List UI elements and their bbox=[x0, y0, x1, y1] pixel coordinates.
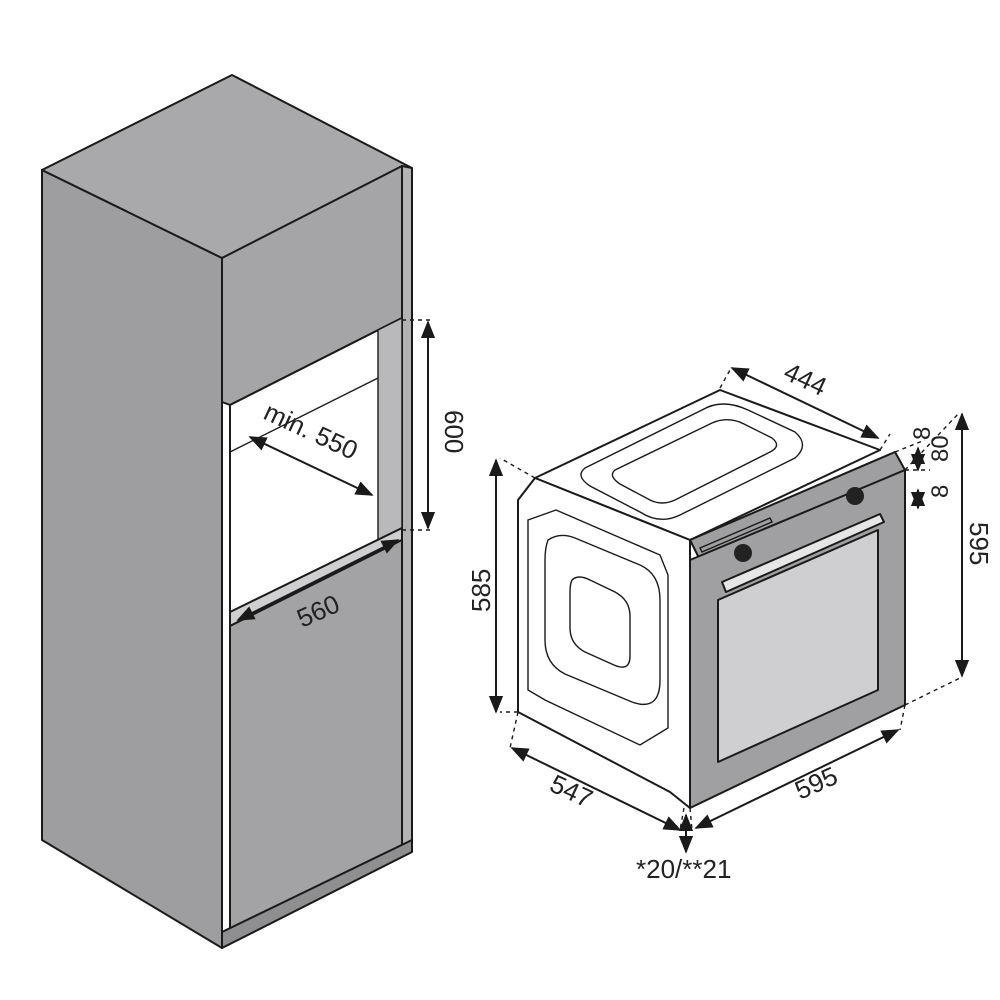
oven-knob-left bbox=[734, 544, 752, 562]
width-bottom-label: 595 bbox=[790, 760, 842, 805]
frame-note-label: *20/**21 bbox=[636, 854, 731, 884]
depth-bottom-arrow bbox=[510, 747, 682, 831]
panel-dim-a-label: 8 bbox=[909, 427, 936, 440]
tall-cabinet: min. 550 600 560 bbox=[41, 74, 469, 949]
niche-height-label: 600 bbox=[439, 410, 469, 453]
front-height-label: 595 bbox=[964, 522, 994, 565]
oven-knob-right bbox=[846, 487, 864, 505]
top-depth-arrow bbox=[730, 367, 880, 439]
cabinet-side-panel bbox=[41, 169, 223, 949]
cabinet-plinth bbox=[221, 839, 413, 949]
cabinet-front-edge bbox=[401, 165, 413, 847]
depth-bottom-label: 547 bbox=[545, 768, 597, 814]
side-height-label: 585 bbox=[466, 569, 496, 612]
built-in-oven: 444 8 80 8 595 585 547 595 *20/**21 bbox=[466, 356, 994, 884]
panel-dim-b-label: 80 bbox=[927, 435, 954, 462]
niche-right-wall bbox=[377, 316, 403, 548]
oven-side-panel bbox=[527, 509, 669, 746]
niche-width-arrow bbox=[236, 539, 400, 621]
oven-door-glass bbox=[717, 529, 879, 763]
panel-dim-c-label: 8 bbox=[927, 485, 954, 498]
width-bottom-arrow bbox=[694, 729, 900, 829]
niche-depth-arrow bbox=[248, 436, 374, 496]
oven-handle bbox=[721, 513, 885, 593]
